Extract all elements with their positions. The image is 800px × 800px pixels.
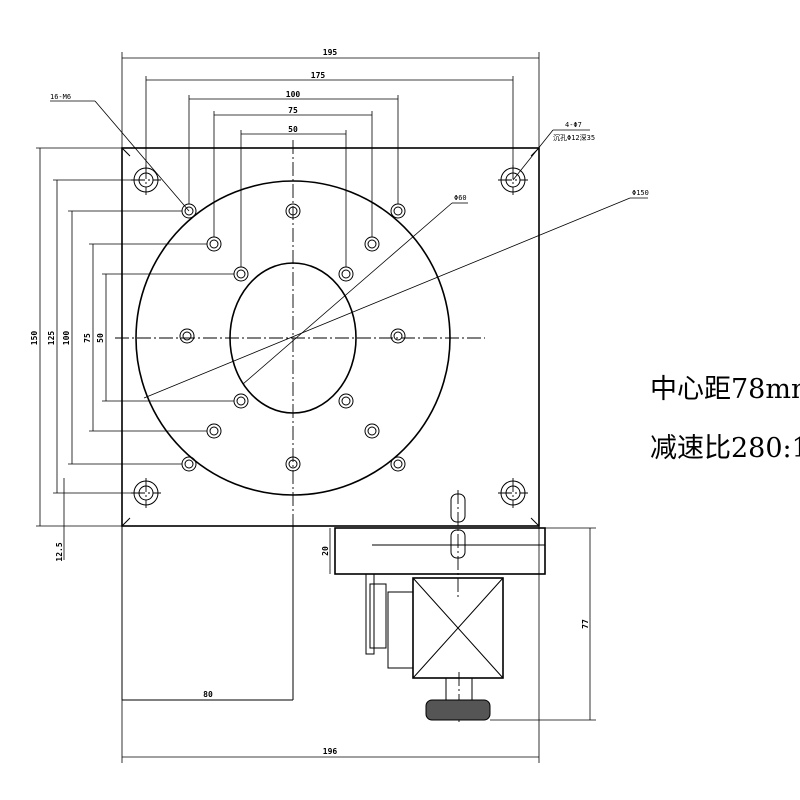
m6-hole bbox=[390, 456, 406, 472]
m6-hole bbox=[233, 266, 249, 282]
threaded-holes bbox=[179, 203, 406, 472]
callout-counterbore: 沉孔Φ12深35 bbox=[553, 133, 595, 142]
note-center-distance: 中心距78mm bbox=[650, 374, 800, 405]
m6-hole bbox=[206, 423, 222, 439]
callout-16-m6: 16-M6 bbox=[50, 93, 71, 101]
dim-12-5: 12.5 bbox=[55, 542, 64, 561]
m6-hole bbox=[390, 203, 406, 219]
dim-196-bottom: 196 bbox=[323, 747, 338, 756]
dim-75: 75 bbox=[288, 106, 298, 115]
m6-hole bbox=[390, 328, 406, 344]
dim-125: 125 bbox=[47, 331, 56, 346]
dim-150: 150 bbox=[30, 331, 39, 346]
m6-hole bbox=[338, 266, 354, 282]
m6-hole bbox=[285, 203, 301, 219]
dim-50-left: 50 bbox=[96, 333, 105, 343]
dim-80: 80 bbox=[203, 690, 213, 699]
m6-hole bbox=[233, 393, 249, 409]
callout-phi150: Φ150 bbox=[632, 189, 649, 197]
callout-4-phi7: 4-Φ7 bbox=[565, 121, 582, 129]
left-dimensions: 150 125 100 75 50 12.5 bbox=[30, 147, 234, 562]
m6-hole bbox=[364, 236, 380, 252]
dim-100: 100 bbox=[286, 90, 301, 99]
m6-hole bbox=[206, 236, 222, 252]
dim-100-left: 100 bbox=[62, 331, 71, 346]
corner-hole-bl bbox=[131, 478, 161, 508]
dim-77: 77 bbox=[581, 619, 590, 629]
gearbox-assembly bbox=[334, 490, 546, 722]
bottom-dimensions: 80 196 bbox=[121, 526, 540, 763]
m6-hole bbox=[338, 393, 354, 409]
m6-hole bbox=[364, 423, 380, 439]
callouts: 16-M6 4-Φ7 沉孔Φ12深35 Φ60 Φ150 bbox=[50, 93, 649, 399]
corner-hole-br bbox=[498, 478, 528, 508]
top-dimensions: 195 175 100 75 50 bbox=[121, 48, 540, 267]
spec-notes: 中心距78mm 减速比280:1 bbox=[650, 374, 800, 464]
m6-hole bbox=[179, 328, 195, 344]
dim-75-left: 75 bbox=[83, 333, 92, 343]
dim-50: 50 bbox=[288, 125, 298, 134]
m6-hole bbox=[285, 456, 301, 472]
lower-body bbox=[121, 526, 294, 701]
dim-20: 20 bbox=[321, 546, 330, 556]
note-reduction-ratio: 减速比280:1 bbox=[650, 433, 800, 464]
m6-hole bbox=[181, 456, 197, 472]
right-dimensions: 77 20 bbox=[321, 527, 596, 721]
base-plate bbox=[121, 147, 540, 527]
dim-175: 175 bbox=[311, 71, 326, 80]
dim-195-top: 195 bbox=[323, 48, 338, 57]
callout-phi60: Φ60 bbox=[454, 194, 467, 202]
